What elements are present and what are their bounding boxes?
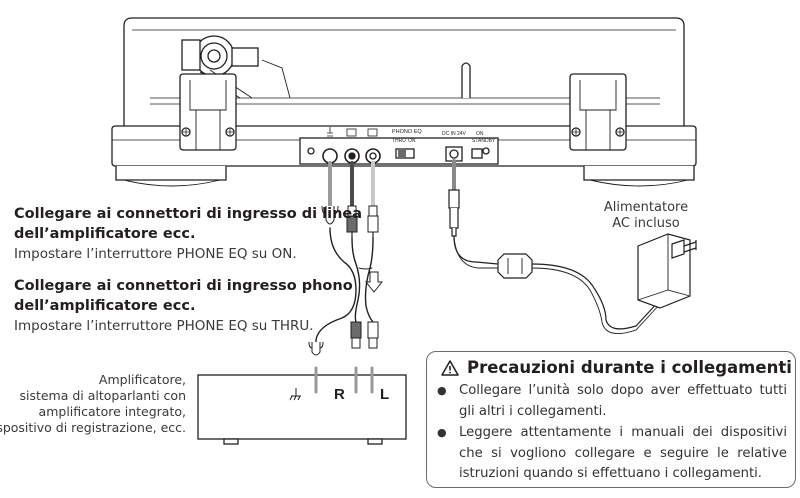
bullet-icon: ● bbox=[437, 384, 447, 397]
panel-dc-in-label: DC IN 24V bbox=[442, 131, 467, 137]
panel-power-on-label: ON bbox=[476, 131, 484, 137]
top-connectors bbox=[321, 205, 379, 238]
line-in-title-line2: dell’amplificatore ecc. bbox=[14, 226, 196, 242]
turntable bbox=[111, 17, 697, 187]
ground-icon bbox=[289, 388, 301, 401]
amplifier-label-line3: amplificatore integrato, bbox=[38, 404, 186, 419]
cable-runs bbox=[315, 227, 374, 343]
amplifier-box bbox=[197, 366, 407, 445]
caution-item: ● Collegare l’unità solo dopo aver effet… bbox=[437, 381, 787, 422]
arrow-down-icon bbox=[364, 271, 384, 293]
amplifier-label-line1: Amplificatore, bbox=[98, 372, 186, 387]
panel-phono-eq-label: PHONO EQ bbox=[392, 129, 422, 135]
warning-icon bbox=[441, 359, 459, 376]
ac-adapter-label: Alimentatore AC incluso bbox=[598, 200, 694, 232]
amplifier-label-line2: sistema di altoparlanti con bbox=[19, 388, 186, 403]
caution-title: Precauzioni durante i collegamenti bbox=[441, 358, 792, 377]
bullet-icon: ● bbox=[437, 426, 447, 439]
caution-item-text: Collegare l’unità solo dopo aver effettu… bbox=[459, 383, 787, 419]
phono-in-title-line2: dell’amplificatore ecc. bbox=[14, 298, 196, 314]
ac-adapter bbox=[448, 189, 697, 335]
line-in-note: Impostare l’interruttore PHONE EQ su ON. bbox=[14, 246, 297, 262]
ac-adapter-label-line1: Alimentatore bbox=[603, 200, 689, 215]
caution-box: Precauzioni durante i collegamenti ● Col… bbox=[426, 351, 796, 488]
panel-thru-label: THRU bbox=[392, 138, 406, 144]
caution-title-text: Precauzioni durante i collegamenti bbox=[467, 358, 792, 377]
phono-in-note: Impostare l’interruttore PHONE EQ su THR… bbox=[14, 318, 314, 334]
caution-item: ● Leggere attentamente i manuali dei dis… bbox=[437, 423, 787, 485]
caution-item-text: Leggere attentamente i manuali dei dispo… bbox=[459, 425, 787, 481]
amplifier-label-line4: dispositivo di registrazione, ecc. bbox=[0, 420, 186, 435]
cables bbox=[328, 159, 456, 207]
amplifier-label: Amplificatore, sistema di altoparlanti c… bbox=[0, 372, 186, 436]
panel-standby-label: STANDBY bbox=[472, 138, 496, 144]
line-in-title-line1: Collegare ai connettori di ingresso di l… bbox=[14, 206, 363, 222]
amp-l-label: L bbox=[380, 386, 389, 403]
phono-in-title-line1: Collegare ai connettori di ingresso phon… bbox=[14, 278, 353, 294]
bottom-connectors bbox=[308, 321, 379, 356]
amp-r-label: R bbox=[334, 386, 345, 403]
ac-adapter-label-line2: AC incluso bbox=[612, 216, 680, 231]
panel-on-label: ON bbox=[408, 138, 416, 144]
